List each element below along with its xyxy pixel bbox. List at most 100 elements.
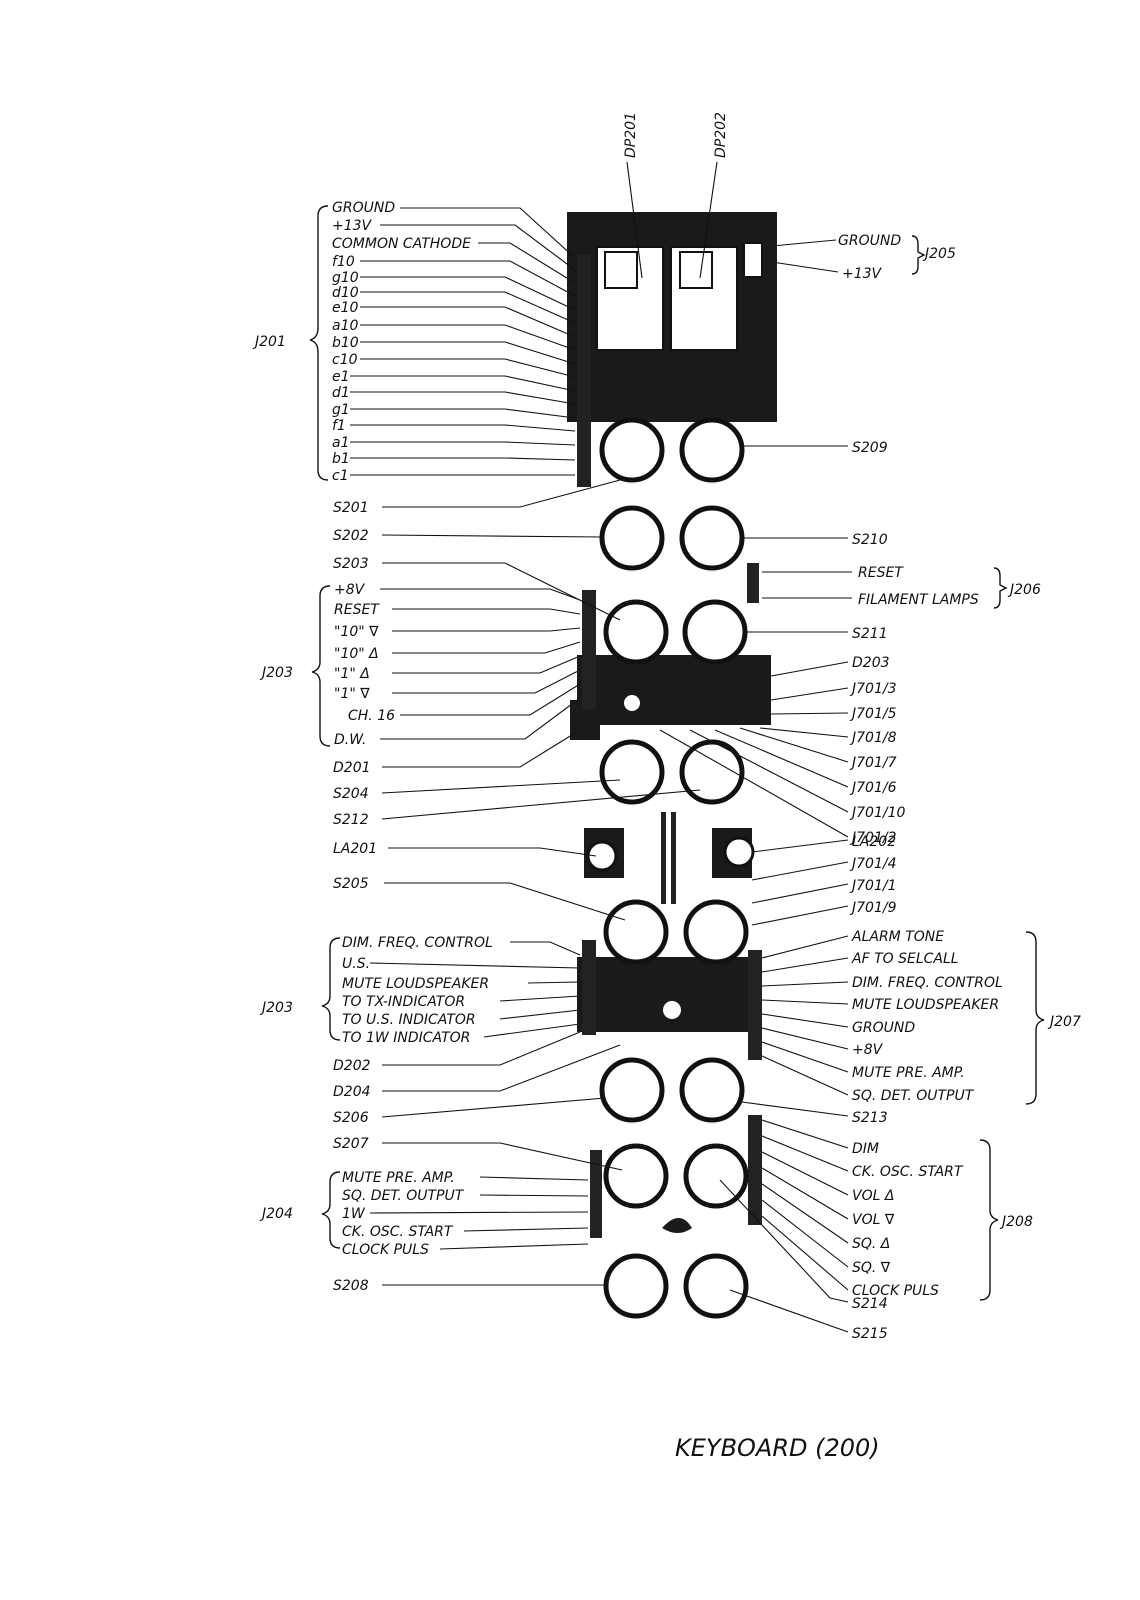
part-d202: D202: [333, 1058, 371, 1074]
part-d201: D201: [333, 760, 371, 776]
j201-connector: [577, 255, 591, 487]
j203a-pin-3: "10" Δ: [334, 646, 379, 662]
j203b-pin-1: U.S.: [342, 956, 370, 972]
part-s215: S215: [852, 1326, 888, 1342]
switch-s204: [599, 739, 665, 805]
j201-pin-4: g10: [332, 270, 359, 286]
part-s213: S213: [852, 1110, 888, 1126]
j203-connector-upper: [582, 590, 596, 710]
j201-pin-11: d1: [332, 385, 350, 401]
j201-pin-12: g1: [332, 402, 350, 418]
part-s204: S204: [333, 786, 369, 802]
label-dp202: DP202: [713, 112, 729, 158]
j207-label: J207: [1047, 1014, 1081, 1030]
j205-group: GROUND +13V J205: [771, 233, 956, 282]
j207-pin-3: MUTE LOUDSPEAKER: [852, 997, 999, 1013]
part-j701-7: J701/7: [849, 755, 897, 771]
part-s214: S214: [852, 1296, 888, 1312]
j203-lower-label: J203: [259, 1000, 293, 1016]
key-mark: [662, 1218, 692, 1233]
j204-group: J204 MUTE PRE. AMP. SQ. DET. OUTPUT 1W C…: [259, 1170, 589, 1258]
part-s209: S209: [852, 440, 888, 456]
j201-pin-3: f10: [332, 254, 355, 270]
j203a-pin-7: D.W.: [334, 732, 366, 748]
upper-right-parts: S209 S210 S211: [742, 440, 888, 642]
part-la201: LA201: [333, 841, 377, 857]
j203b-pin-3: TO TX-INDICATOR: [342, 994, 465, 1010]
j206-connector: [747, 563, 759, 603]
j203a-pin-1: RESET: [334, 602, 380, 618]
part-j701-5: J701/5: [849, 706, 897, 722]
j207-pin-5: +8V: [852, 1042, 884, 1058]
display-labels: DP201 DP202: [623, 112, 729, 279]
j203a-pin-6: CH. 16: [348, 708, 395, 724]
j206-pin-1: FILAMENT LAMPS: [858, 592, 979, 608]
j205-pin-1: +13V: [842, 266, 883, 282]
j203-upper-label: J203: [259, 665, 293, 681]
j203a-pin-0: +8V: [334, 582, 366, 598]
lamp-labels-left: LA201 S205: [333, 841, 626, 921]
j701-upper-group: D203 J701/3 J701/5 J701/8 J701/7 J701/6 …: [659, 655, 905, 846]
switch-s213-upper: [683, 899, 749, 965]
part-s206: S206: [333, 1110, 369, 1126]
j207-pin-6: MUTE PRE. AMP.: [852, 1065, 965, 1081]
j208-pin-6: CLOCK PULS: [852, 1283, 939, 1299]
switch-s215: [683, 1253, 749, 1319]
j204-pin-4: CLOCK PULS: [342, 1242, 429, 1258]
j208-pin-1: CK. OSC. START: [852, 1164, 964, 1180]
j206-pin-0: RESET: [858, 565, 904, 581]
j205-socket: [743, 242, 763, 278]
j204-pin-2: 1W: [342, 1206, 366, 1222]
j204-pin-3: CK. OSC. START: [342, 1224, 454, 1240]
j207-pin-0: ALARM TONE: [851, 929, 944, 945]
j201-pin-16: c1: [332, 468, 349, 484]
part-s208: S208: [333, 1278, 369, 1294]
j208-pin-0: DIM: [852, 1141, 879, 1157]
board-artwork: [567, 212, 777, 1319]
switch-s201: [599, 417, 665, 483]
j207-pin-1: AF TO SELCALL: [851, 951, 959, 967]
switch-s213: [679, 1057, 745, 1123]
part-s212: S212: [333, 812, 369, 828]
j208-label: J208: [999, 1214, 1033, 1230]
dp202-window: [679, 251, 713, 289]
j207-pin-2: DIM. FREQ. CONTROL: [852, 975, 1003, 991]
j208-connector: [748, 1115, 762, 1225]
j201-pin-13: f1: [332, 418, 346, 434]
part-d204: D204: [333, 1084, 371, 1100]
switch-s211: [682, 599, 748, 665]
j201-pin-10: e1: [332, 369, 350, 385]
j201-pin-15: b1: [332, 451, 350, 467]
part-j701-8: J701/8: [849, 730, 897, 746]
j203b-pin-2: MUTE LOUDSPEAKER: [342, 976, 489, 992]
j207-pin-4: GROUND: [852, 1020, 915, 1036]
j203b-pin-5: TO 1W INDICATOR: [342, 1030, 470, 1046]
j203-upper-group: J203 +8V RESET "10" ∇ "10" Δ "1" Δ "1" ∇…: [259, 582, 581, 748]
j208-pin-5: SQ. ∇: [852, 1260, 891, 1276]
part-j701-6: J701/6: [849, 780, 897, 796]
switch-s206: [599, 1057, 665, 1123]
j201-group: J201 GROUND +13V COMMON CATHODE f10 g10 …: [252, 200, 576, 484]
j201-pin-6: e10: [332, 300, 359, 316]
j203a-pin-4: "1" Δ: [334, 666, 370, 682]
j201-pin-2: COMMON CATHODE: [332, 236, 471, 252]
part-s203: S203: [333, 556, 369, 572]
lamp-la201: [586, 840, 618, 872]
switch-s214: [683, 1143, 749, 1209]
j203b-pin-0: DIM. FREQ. CONTROL: [342, 935, 493, 951]
j207-connector: [748, 950, 762, 1060]
j208-pin-4: SQ. Δ: [852, 1236, 890, 1252]
dp201-window: [604, 251, 638, 289]
part-s202: S202: [333, 528, 369, 544]
divider-right: [671, 812, 676, 904]
j201-pin-0: GROUND: [332, 200, 395, 216]
j203b-pin-4: TO U.S. INDICATOR: [342, 1012, 476, 1028]
j207-group: ALARM TONE AF TO SELCALL DIM. FREQ. CONT…: [761, 929, 1081, 1105]
j201-pin-9: c10: [332, 352, 358, 368]
part-j701-2: J701/2: [849, 830, 897, 846]
j201-pin-1: +13V: [332, 218, 373, 234]
j205-pin-0: GROUND: [838, 233, 901, 249]
j208-group: DIM CK. OSC. START VOL Δ VOL ∇ SQ. Δ SQ.…: [761, 1119, 1033, 1301]
part-d203: D203: [852, 655, 890, 671]
